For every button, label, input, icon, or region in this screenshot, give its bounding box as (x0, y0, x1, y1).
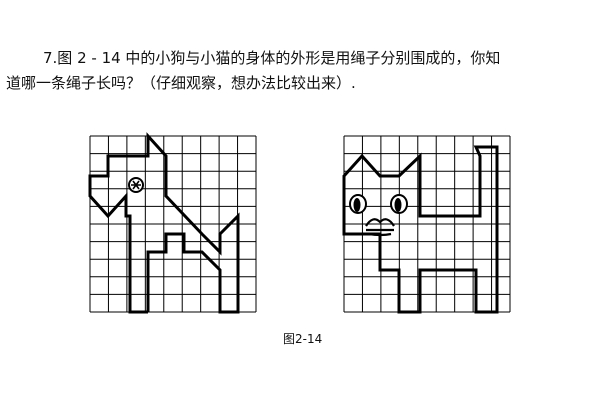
cat-right-eye (390, 194, 408, 214)
cat-outline (342, 145, 499, 314)
question-line-1: 7.图 2 - 14 中的小狗与小猫的身体的外形是用绳子分别围成的，你知 (43, 49, 501, 67)
cat-grid (343, 135, 511, 313)
dog-panel (88, 132, 257, 314)
cat-panel (342, 135, 511, 314)
dog-outline (88, 132, 240, 314)
dog-eye-mark (131, 180, 141, 190)
figure-caption: 图2-14 (283, 332, 323, 346)
question-line-2: 道哪一条绳子长吗？（仔细观察，想办法比较出来）. (6, 74, 356, 92)
cat-whiskers (365, 218, 395, 237)
cat-left-eye (349, 194, 367, 214)
